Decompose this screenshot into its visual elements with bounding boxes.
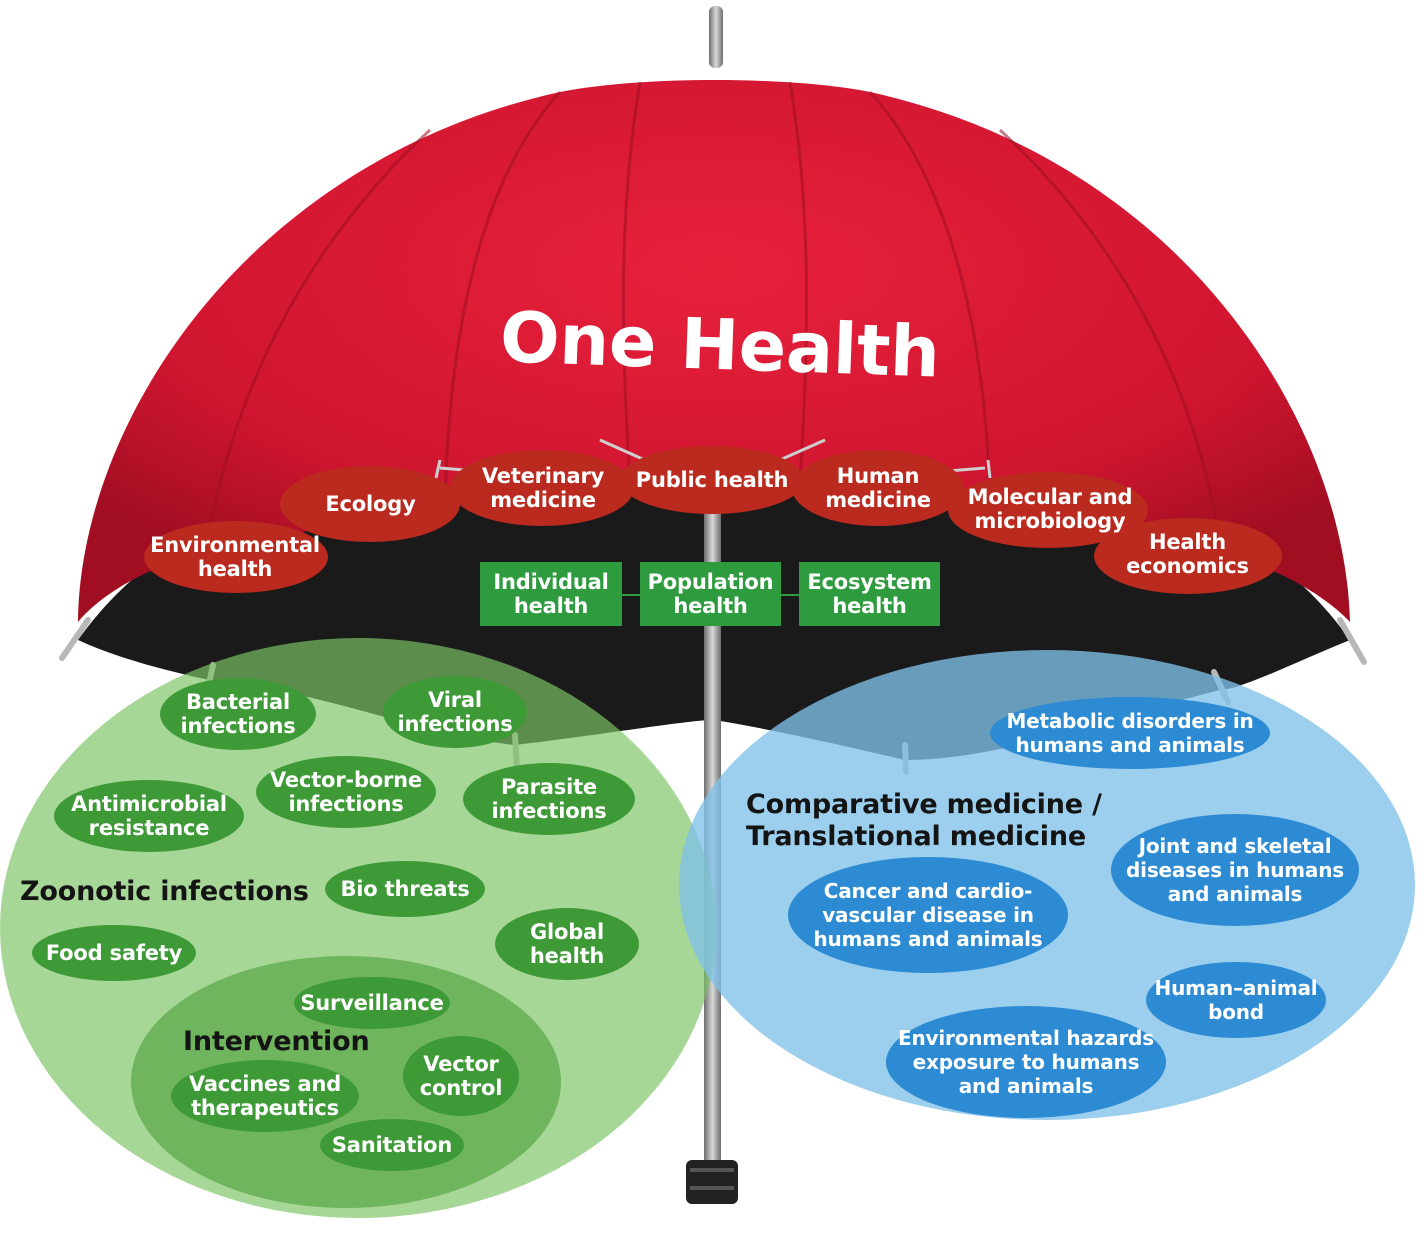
level-ecosystem-health: Ecosystem health <box>807 570 932 618</box>
zoonotic-food-safety: Food safety <box>45 941 183 965</box>
zoonotic-oval <box>32 925 196 981</box>
discipline-molecular-microbiology: Molecular and microbiology <box>967 485 1133 533</box>
intervention-heading: Intervention <box>183 1026 370 1057</box>
handle-ring <box>690 1168 734 1172</box>
intervention-oval <box>403 1036 519 1116</box>
umbrella-tip <box>709 6 723 68</box>
zoonotic-oval <box>160 678 316 750</box>
comparative-environmental-hazards: Environmental hazards exposure to humans… <box>898 1026 1154 1098</box>
zoonotic-bacterial-infections: Bacterial infections <box>180 690 296 738</box>
zoonotic-parasite-infections: Parasite infections <box>491 775 607 823</box>
intervention-oval <box>320 1119 464 1171</box>
zoonotic-oval <box>256 756 436 828</box>
zoonotic-antimicrobial-resistance: Antimicrobial resistance <box>71 792 227 840</box>
zoonotic-heading: Zoonotic infections <box>20 876 309 907</box>
comparative-joint-skeletal-diseases: Joint and skeletal diseases in humans an… <box>1126 834 1344 906</box>
diagram-title: One Health <box>498 296 942 394</box>
zoonotic-viral-infections: Viral infections <box>397 688 513 736</box>
comparative-oval <box>886 1006 1166 1118</box>
discipline-oval <box>280 466 460 542</box>
discipline-human-medicine: Human medicine <box>825 464 931 512</box>
discipline-environmental-health: Environmental health <box>150 533 320 581</box>
zoonotic-bio-threats: Bio threats <box>340 877 470 901</box>
level-box <box>480 562 622 626</box>
discipline-public-health: Public health <box>635 468 789 492</box>
discipline-ecology: Ecology <box>325 492 416 516</box>
intervention-surveillance: Surveillance <box>300 991 444 1015</box>
level-population-health: Population health <box>647 570 774 618</box>
intervention-vector-control: Vector control <box>419 1052 503 1100</box>
discipline-oval <box>792 450 964 526</box>
comparative-metabolic-disorders: Metabolic disorders in humans and animal… <box>1006 709 1254 757</box>
zoonotic-oval <box>495 908 639 980</box>
level-individual-health: Individual health <box>493 570 609 618</box>
intervention-vaccines-therapeutics: Vaccines and therapeutics <box>188 1072 342 1120</box>
discipline-health-economics: Health economics <box>1126 530 1249 578</box>
comparative-oval <box>1146 962 1326 1038</box>
intervention-oval <box>171 1060 359 1132</box>
discipline-oval <box>450 450 634 526</box>
discipline-oval <box>144 521 328 593</box>
comparative-cancer-cardiovascular: Cancer and cardio- vascular disease in h… <box>813 879 1043 951</box>
zoonotic-oval <box>383 676 527 748</box>
discipline-oval <box>1094 518 1282 594</box>
intervention-sanitation: Sanitation <box>331 1133 453 1157</box>
comparative-oval <box>990 697 1270 769</box>
zoonotic-oval <box>463 763 635 835</box>
zoonotic-oval <box>325 861 485 917</box>
comparative-heading: Comparative medicine / Translational med… <box>746 789 1102 852</box>
comparative-oval <box>788 857 1068 973</box>
zoonotic-global-health: Global health <box>529 920 605 968</box>
umbrella-handle <box>686 1160 738 1204</box>
handle-ring <box>690 1186 734 1190</box>
level-box <box>799 562 940 626</box>
zoonotic-oval <box>54 780 244 852</box>
comparative-human-animal-bond: Human–animal bond <box>1154 976 1318 1024</box>
discipline-oval <box>948 472 1148 548</box>
discipline-oval <box>620 446 804 514</box>
canopy-seams <box>203 81 1224 556</box>
zoonotic-vector-borne-infections: Vector-borne infections <box>270 768 422 816</box>
intervention-oval <box>294 977 450 1029</box>
comparative-oval <box>1111 814 1359 926</box>
level-box <box>640 562 781 626</box>
discipline-veterinary-medicine: Veterinary medicine <box>481 464 605 512</box>
